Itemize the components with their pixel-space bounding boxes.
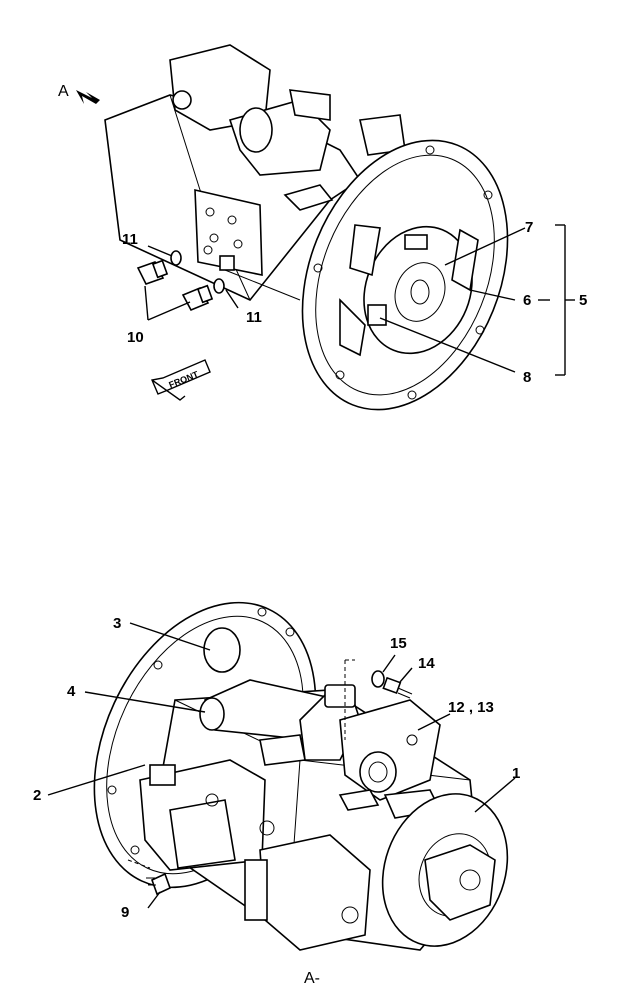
fitting-10-lower <box>181 284 214 312</box>
label-11-lower: 11 <box>246 309 262 326</box>
washer-15 <box>371 670 385 688</box>
label-2: 2 <box>33 787 41 804</box>
label-12-13: 12 , 13 <box>448 699 494 716</box>
label-5: 5 <box>579 292 587 309</box>
label-10: 10 <box>127 329 144 346</box>
view-caption: A- <box>304 970 320 987</box>
view-marker-a: A <box>58 83 69 100</box>
front-arrow: FRONT <box>151 359 211 401</box>
bolt-9 <box>146 872 171 896</box>
view-arrow-icon <box>76 90 100 104</box>
bottom-pump-assembly <box>93 601 509 951</box>
front-label: FRONT <box>167 369 200 390</box>
bolt-14 <box>382 676 413 699</box>
label-4: 4 <box>67 683 76 700</box>
label-1: 1 <box>512 765 520 782</box>
o-ring-11-upper <box>170 250 182 266</box>
label-6: 6 <box>523 292 531 309</box>
label-7: 7 <box>525 219 533 236</box>
label-9: 9 <box>121 904 129 921</box>
label-15: 15 <box>390 635 407 652</box>
o-ring-11-lower <box>213 278 225 294</box>
fitting-10-upper <box>136 259 169 285</box>
label-11-upper: 11 <box>122 231 138 248</box>
label-14: 14 <box>418 655 435 672</box>
label-8: 8 <box>523 369 531 386</box>
label-3: 3 <box>113 615 121 632</box>
